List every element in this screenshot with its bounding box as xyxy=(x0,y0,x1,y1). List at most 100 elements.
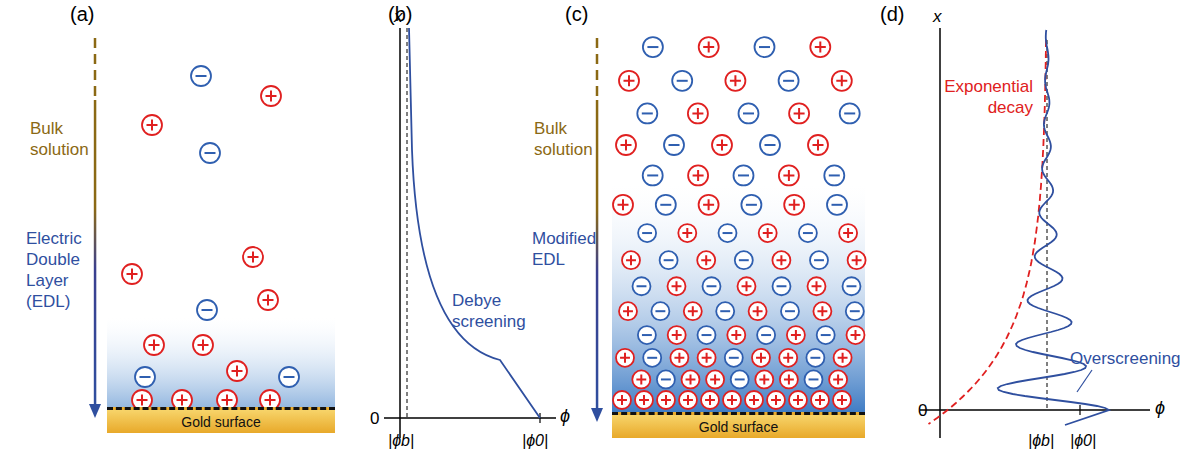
cation xyxy=(682,370,700,388)
ion-sign xyxy=(677,80,688,82)
ion-sign xyxy=(177,395,188,406)
ion-sign xyxy=(735,378,745,380)
cation xyxy=(699,195,719,215)
exponential-curve xyxy=(929,40,1047,424)
anion xyxy=(197,300,217,320)
ion-sign xyxy=(836,75,847,86)
figure-label: Bulk solution xyxy=(30,118,105,160)
ion-sign xyxy=(688,306,698,316)
cation xyxy=(810,37,830,57)
arrow-head xyxy=(89,404,101,418)
anion xyxy=(810,251,828,269)
ion-sign xyxy=(284,376,295,378)
ion-sign xyxy=(789,199,800,210)
cation xyxy=(779,165,799,185)
cation xyxy=(258,290,278,310)
ion-sign xyxy=(702,353,712,363)
cation xyxy=(772,251,790,269)
anion xyxy=(843,277,861,295)
cation xyxy=(712,135,732,155)
ion-sign xyxy=(703,199,714,210)
arrow-head xyxy=(591,408,603,422)
figure-label: (a) xyxy=(70,4,120,25)
ion-sign xyxy=(702,334,712,336)
ion-sign xyxy=(761,334,771,336)
axis xyxy=(384,417,556,419)
cation xyxy=(780,370,798,388)
figure-label: |ϕb| xyxy=(388,430,428,451)
ion-sign xyxy=(723,232,733,234)
figure-label: 0 xyxy=(370,408,390,429)
ion-sign xyxy=(232,366,243,377)
ion-sign xyxy=(198,340,209,351)
cation xyxy=(679,391,697,409)
cation xyxy=(122,264,142,284)
ion-sign xyxy=(832,204,843,206)
ion-sign xyxy=(683,395,693,405)
ion-sign xyxy=(731,330,741,340)
cation xyxy=(613,391,631,409)
cation xyxy=(622,251,640,269)
cation xyxy=(684,302,702,320)
anion xyxy=(725,349,743,367)
ion-sign xyxy=(756,353,766,363)
ion-sign xyxy=(727,395,737,405)
cation xyxy=(699,37,719,57)
anion xyxy=(735,251,753,269)
ion-sign xyxy=(843,228,853,238)
anion xyxy=(633,277,651,295)
ion-sign xyxy=(655,310,665,312)
cation xyxy=(193,335,213,355)
cation xyxy=(829,370,847,388)
cation xyxy=(834,349,852,367)
anion xyxy=(643,165,663,185)
ion-sign xyxy=(837,395,847,405)
figure-label: |ϕ0| xyxy=(522,430,562,451)
ion-sign xyxy=(265,395,276,406)
cation xyxy=(779,349,797,367)
anion xyxy=(643,37,663,57)
axis xyxy=(920,409,1150,411)
anion xyxy=(757,326,775,344)
figure-label: x xyxy=(394,6,414,27)
cation xyxy=(789,103,809,123)
anion xyxy=(664,135,684,155)
anion xyxy=(824,165,844,185)
ion-sign xyxy=(639,395,649,405)
ion-sign xyxy=(703,42,714,53)
ion-sign xyxy=(617,395,627,405)
anion xyxy=(719,224,737,242)
ion-sign xyxy=(720,310,730,312)
ion-sign xyxy=(248,252,259,263)
anion xyxy=(672,71,692,91)
cation xyxy=(811,391,829,409)
ion-sign xyxy=(742,281,752,291)
cation xyxy=(847,326,865,344)
figure-label: 0 xyxy=(918,400,938,421)
anion xyxy=(817,326,835,344)
anion xyxy=(760,135,780,155)
anion xyxy=(660,251,678,269)
anion xyxy=(773,277,791,295)
gold-surface: Gold surface xyxy=(612,412,865,438)
ion-sign xyxy=(621,140,632,151)
ion-sign xyxy=(743,112,754,114)
leader-line xyxy=(1077,370,1092,392)
ion-sign xyxy=(739,259,749,261)
cation xyxy=(725,71,745,91)
cation xyxy=(697,251,715,269)
anion xyxy=(779,71,799,91)
cation xyxy=(635,391,653,409)
cation xyxy=(670,349,688,367)
anion xyxy=(703,277,721,295)
anion xyxy=(135,367,155,387)
ion-sign xyxy=(812,281,822,291)
bulk-dash xyxy=(94,38,97,100)
anion xyxy=(781,302,799,320)
ion-sign xyxy=(642,112,653,114)
cation xyxy=(632,370,650,388)
ion-sign xyxy=(637,285,647,287)
anion xyxy=(846,302,864,320)
anion xyxy=(651,302,669,320)
